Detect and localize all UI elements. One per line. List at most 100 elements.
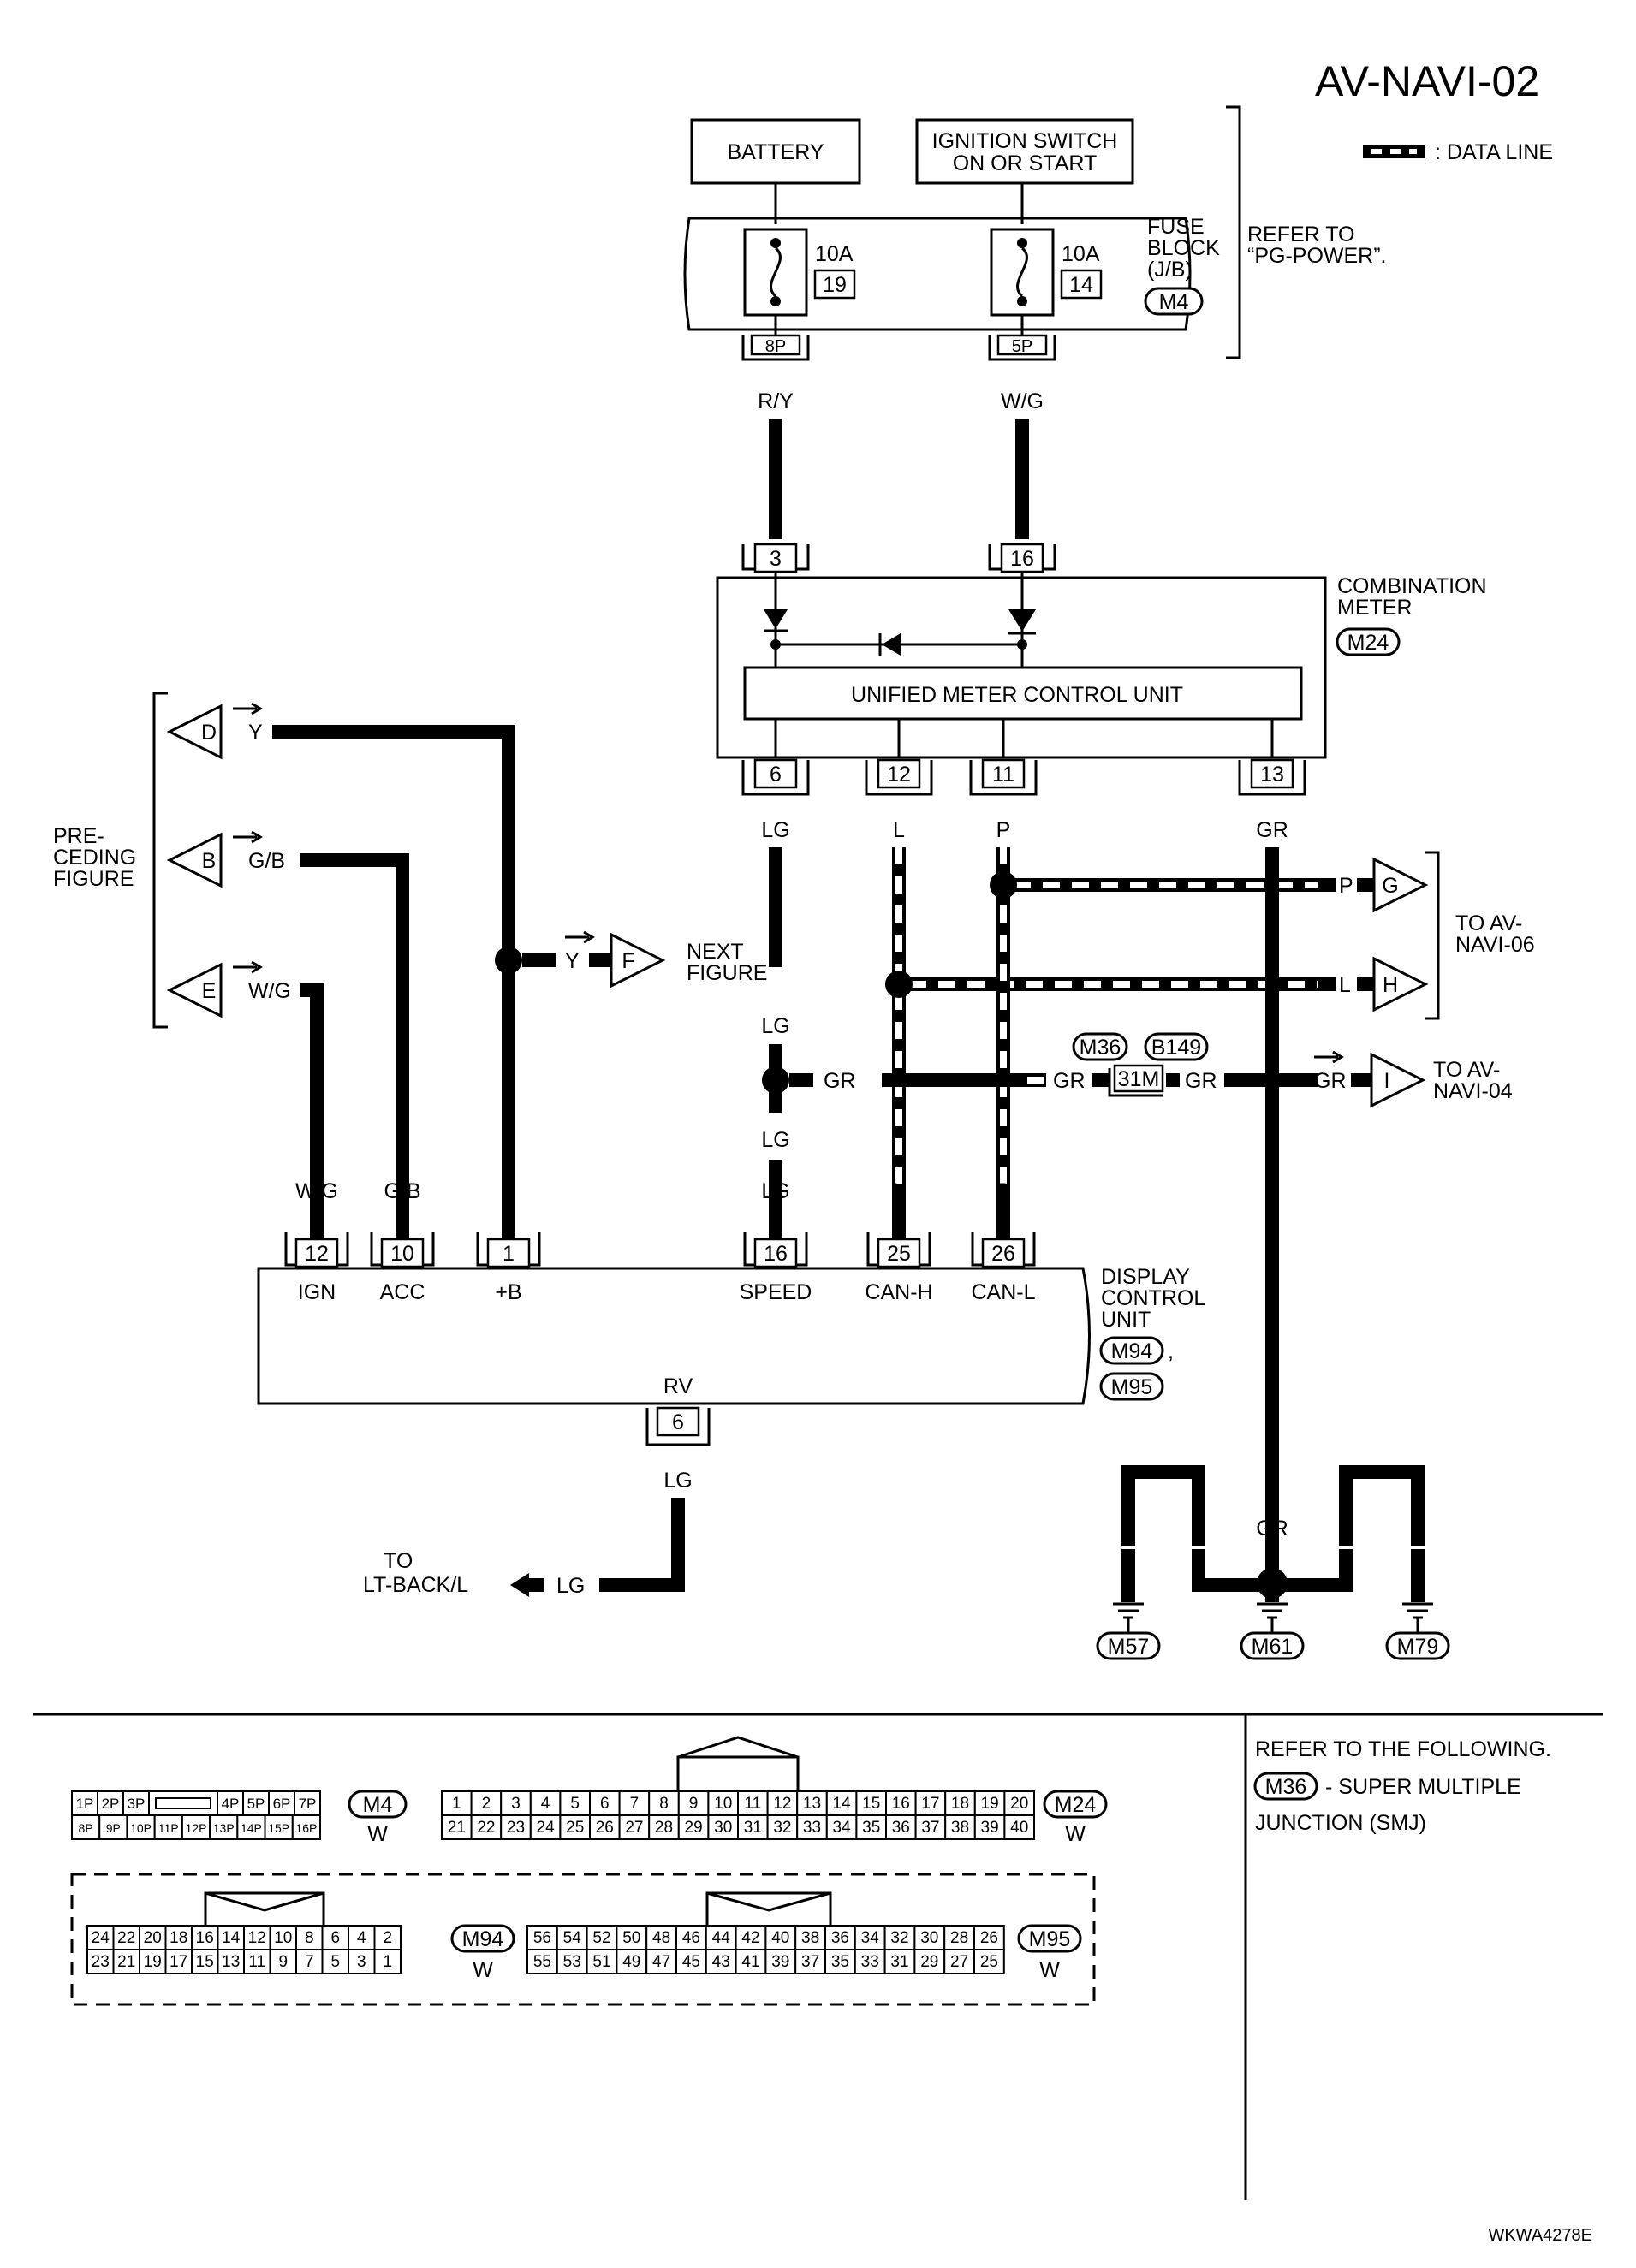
refer-label-1: REFER TO	[1247, 223, 1355, 246]
ground-wire-gr: GR	[1256, 1517, 1288, 1541]
dcu-wire-speed: LG	[761, 1179, 789, 1203]
preceding-label-2: CEDING	[53, 846, 136, 870]
dcu-pin-name-acc: ACC	[380, 1280, 425, 1304]
fuse-block-conn: M4	[1159, 290, 1189, 314]
m94-pin-top: 6	[330, 1929, 340, 1947]
meter-pin-12: 12	[865, 758, 933, 796]
m24-pin-top: 10	[714, 1795, 732, 1813]
m95-pin-bottom: 51	[592, 1953, 610, 1971]
wire-e-label: W/G	[248, 979, 291, 1003]
battery-label: BATTERY	[728, 140, 824, 164]
svg-text:3: 3	[770, 547, 782, 571]
ignition-label-1: IGNITION SWITCH	[932, 129, 1118, 153]
m94-pin-top: 22	[117, 1929, 135, 1947]
dcu-pin-26: 26	[971, 1232, 1036, 1268]
gr-label-2: GR	[1053, 1069, 1086, 1093]
conn-m95-badge	[1017, 1924, 1082, 1953]
next-figure-label-1: NEXT	[687, 940, 744, 964]
ground-wire-right	[1339, 1465, 1425, 1546]
svg-text:16: 16	[764, 1242, 788, 1266]
dcu-pin-name-speed: SPEED	[740, 1280, 812, 1304]
footer-code: WKWA4278E	[1488, 2226, 1592, 2245]
preceding-bracket	[152, 692, 168, 1029]
conn-m95-id: M95	[1029, 1927, 1071, 1951]
av04-label-2: NAVI-04	[1433, 1079, 1513, 1103]
connector-h-arrow: H	[1372, 956, 1429, 1012]
connector-g-arrow: G	[1372, 857, 1429, 913]
m94-pin-top: 16	[196, 1929, 214, 1947]
svg-text:E: E	[202, 979, 217, 1003]
legend-label: : DATA LINE	[1435, 140, 1553, 164]
m4-pin-bottom: 11P	[158, 1821, 179, 1835]
fuse-block-conn-badge	[1144, 287, 1204, 316]
svg-text:D: D	[201, 721, 217, 745]
m24-pin-bottom: 33	[803, 1819, 821, 1837]
connector-i-arrow: I	[1370, 1052, 1426, 1108]
dcu-pin-1: 1	[476, 1232, 541, 1268]
dcu-pin-name-ign: IGN	[298, 1280, 336, 1304]
m94-pin-top: 24	[92, 1929, 110, 1947]
wire-wg-ign	[300, 983, 324, 1241]
m95-pin-bottom: 47	[652, 1953, 670, 1971]
meter-conn: M24	[1347, 631, 1389, 655]
meter-wire-gr: GR	[1256, 818, 1288, 842]
dcu-pin-name-can-h: CAN-H	[865, 1280, 932, 1304]
wire-d-label: Y	[248, 721, 263, 745]
conn-m94-badge	[450, 1924, 515, 1953]
svg-text:F: F	[622, 949, 634, 973]
m24-pin-top: 20	[1010, 1795, 1028, 1813]
connector-e-arrow: E	[166, 960, 263, 1018]
dcu-connectors-frame	[70, 1873, 1096, 2006]
svg-text:G: G	[1382, 874, 1398, 898]
av06-label-1: TO AV-	[1455, 911, 1522, 935]
wire-g-label: P	[1339, 874, 1353, 898]
m24-pin-top: 12	[773, 1795, 791, 1813]
connector-f-arrow: F	[610, 932, 666, 989]
m24-pin-bottom: 31	[744, 1819, 762, 1837]
m24-pin-top: 7	[630, 1795, 640, 1813]
svg-text:B: B	[202, 849, 217, 873]
unified-meter-control-unit	[743, 666, 1303, 721]
conn-m94-id: M94	[462, 1927, 504, 1951]
ground-splice	[1257, 1568, 1288, 1599]
preceding-label-3: FIGURE	[53, 867, 134, 891]
smj-pin: 31M	[1108, 1064, 1164, 1097]
m24-pin-top: 5	[570, 1795, 580, 1813]
m94-pin-bottom: 21	[117, 1953, 135, 1971]
meter-pin-16: 16	[988, 543, 1056, 573]
m94-pin-top: 4	[357, 1929, 366, 1947]
m95-pin-top: 40	[771, 1929, 789, 1947]
ground-m79: M79	[1397, 1635, 1439, 1659]
to-backlight-label-2: LT-BACK/L	[363, 1573, 468, 1597]
refer-following-1: REFER TO THE FOLLOWING.	[1255, 1737, 1551, 1761]
splice-lg	[762, 1066, 789, 1094]
dcu-pin-10: 10	[370, 1232, 435, 1268]
m24-pin-bottom: 24	[537, 1819, 556, 1837]
m24-pin-top: 16	[892, 1795, 910, 1813]
svg-text:31M: 31M	[1118, 1067, 1160, 1091]
ground-symbol-m57	[1113, 1602, 1144, 1633]
m95-pin-top: 56	[533, 1929, 551, 1947]
dcu-rv-wire: LG	[663, 1469, 692, 1493]
m95-pin-bottom: 45	[682, 1953, 700, 1971]
m95-pin-bottom: 43	[712, 1953, 730, 1971]
gr-label-1: GR	[824, 1069, 856, 1093]
fuse-19: 10A 19	[743, 228, 856, 317]
meter-pin-3: 3	[741, 543, 810, 573]
m94-pin-bottom: 5	[330, 1953, 340, 1971]
conn-m24-badge	[1043, 1790, 1108, 1819]
m4-pin-top: 1P	[76, 1796, 94, 1812]
m4-pin-top: 7P	[299, 1796, 317, 1812]
m24-pin-bottom: 36	[892, 1819, 910, 1837]
m95-pin-top: 28	[950, 1929, 968, 1947]
ground-symbol-m61	[1257, 1602, 1288, 1633]
wire-b-label: G/B	[248, 849, 285, 873]
svg-text:10: 10	[390, 1242, 414, 1266]
preceding-label-1: PRE-	[53, 824, 104, 848]
dcu-conn-badge-2	[1099, 1372, 1164, 1401]
ground-wire-b1: B	[1121, 1517, 1136, 1541]
svg-text:25: 25	[887, 1242, 911, 1266]
